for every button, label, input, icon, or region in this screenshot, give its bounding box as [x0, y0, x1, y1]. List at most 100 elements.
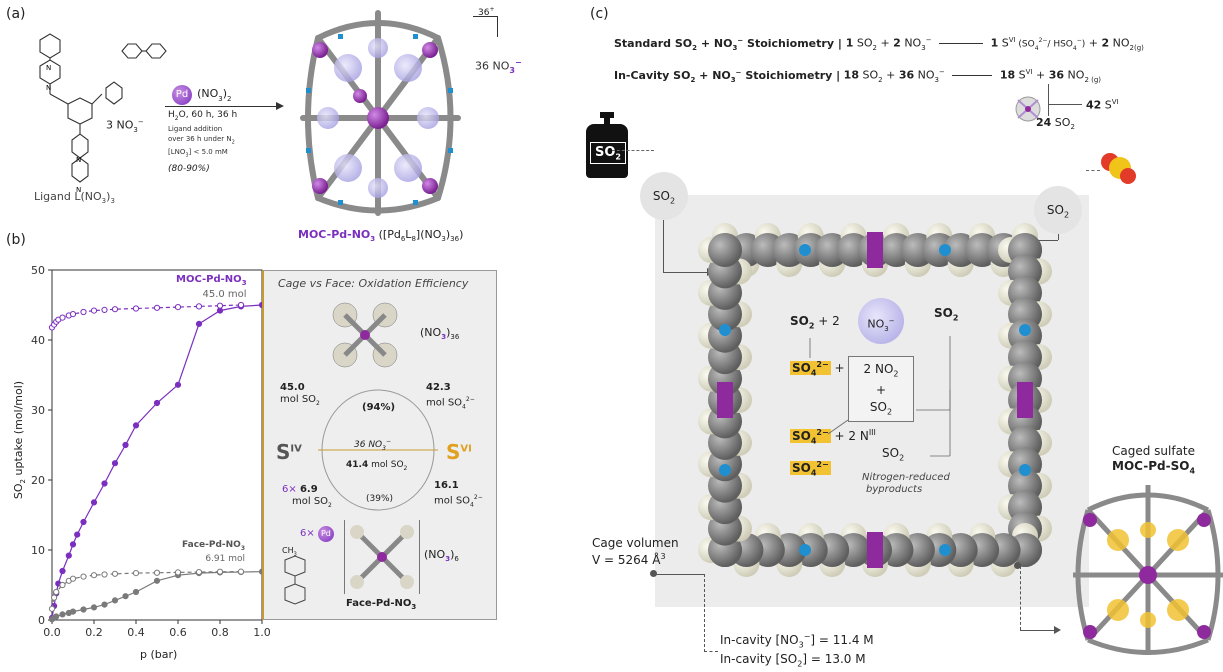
data-point — [48, 605, 56, 612]
data-point — [237, 301, 245, 309]
caged-sulfate-illustration — [1068, 480, 1223, 660]
data-point — [101, 306, 108, 314]
inset-title: Cage vs Face: Oxidation Efficiency — [278, 277, 469, 290]
cage-efficiency: (94%) — [362, 402, 396, 413]
x-axis-label: p (bar) — [140, 648, 178, 661]
svg-text:N: N — [46, 64, 51, 72]
pd-atom-icon: Pd — [317, 526, 334, 542]
data-point — [111, 460, 119, 467]
methyl-label: CH3 — [282, 546, 297, 558]
nitrogen-atom — [939, 244, 951, 256]
cavity-sulfate-3: SO42− — [790, 460, 831, 478]
cage-volume: Cage volumen V = 5264 Å3 — [592, 536, 679, 567]
x-tick-label: 0.8 — [211, 626, 229, 639]
inset-nitrate36: (NO3)36 — [420, 326, 460, 342]
data-point — [65, 552, 72, 559]
data-point — [153, 569, 161, 576]
nitrogen-byproducts: Nitrogen-reduced byproducts — [862, 472, 950, 495]
nitrogen-atom — [799, 544, 811, 556]
sulfur-vi: SVI — [446, 440, 472, 464]
caged-marker — [1014, 562, 1021, 569]
panel-a-label: (a) — [6, 6, 26, 22]
data-point — [101, 571, 108, 578]
nitrogen-atom — [719, 464, 731, 476]
nitrogen-atom — [1019, 324, 1031, 336]
plot-frame — [51, 269, 263, 621]
cavity-intermediate-box: 2 NO2 + SO2 — [848, 356, 914, 422]
pd-center — [867, 232, 883, 268]
data-point — [237, 568, 245, 575]
cavity-concentrations: In-cavity [NO3−] = 11.4 M In-cavity [SO2… — [720, 632, 874, 669]
caged-arrowhead-icon — [1054, 626, 1061, 634]
oxidation-efficiency-inset — [262, 270, 497, 620]
cavity-flow-lines — [809, 336, 951, 457]
y-tick-label: 30 — [31, 404, 45, 417]
data-point — [53, 613, 60, 620]
face-series-label: Face-Pd-NO3 6.91 mol — [182, 540, 246, 564]
cavity-so2-right: SO2 — [934, 306, 959, 323]
data-point — [195, 320, 203, 328]
inlet-arrow-left-v — [663, 220, 664, 272]
y-tick-label: 10 — [31, 544, 45, 557]
data-point — [80, 606, 87, 613]
caged-sulfate-label: Caged sulfate MOC-Pd-SO4 — [1112, 444, 1196, 476]
data-point — [122, 441, 129, 449]
data-point — [53, 588, 60, 596]
pd-center — [867, 532, 883, 568]
data-point — [132, 588, 140, 596]
pd-atom-icon: Pd — [172, 85, 192, 105]
svg-text:N: N — [76, 186, 81, 194]
y-tick-label: 40 — [31, 334, 45, 347]
pd-center — [1017, 382, 1033, 418]
data-point — [111, 306, 119, 313]
cylinder-dash — [612, 150, 654, 152]
conc-dash — [704, 651, 718, 653]
nitrogen-atom — [799, 244, 811, 256]
data-point — [59, 581, 66, 589]
so2-inlet-left: SO2 — [640, 172, 688, 220]
so2-cylinder-icon: SO2 — [586, 112, 628, 178]
recycle-arrow — [1048, 104, 1082, 105]
standard-stoichiometry: Standard SO2 + NO3− Stoichiometry | 1 SO… — [614, 36, 1144, 52]
data-point — [101, 480, 108, 487]
panel-c-label: (c) — [590, 6, 609, 22]
face-components: 6× Pd — [300, 526, 334, 542]
face-so2-uptake: 6× 6.9 mol SO2 — [282, 484, 332, 509]
ligand-structure: N N N N — [10, 30, 150, 210]
data-point — [174, 381, 182, 388]
carbon-atom — [708, 233, 742, 267]
data-point — [69, 311, 77, 318]
moc-series-label: MOC-Pd-NO3 45.0 mol — [176, 274, 247, 300]
inset-cage-icon — [330, 300, 400, 370]
ligand-label: Ligand L(NO3)3 — [34, 190, 115, 206]
so2-inlet-right: SO2 — [1034, 186, 1082, 234]
data-point — [153, 304, 161, 311]
reaction-arrow — [165, 106, 280, 107]
face-name: Face-Pd-NO3 — [346, 598, 417, 611]
face-nitrate6: (NO3)6 — [424, 548, 459, 564]
data-point — [101, 601, 108, 608]
data-point — [69, 541, 77, 548]
inlet-arrow-right-v — [1058, 234, 1059, 240]
pd-center — [717, 382, 733, 418]
cage-nitrate-count: 36 NO3− — [475, 58, 522, 75]
series-line — [51, 304, 242, 328]
ligand-right-arm — [120, 36, 180, 70]
volume-line — [653, 574, 705, 575]
data-point — [80, 573, 87, 580]
pyridinium-icon — [284, 555, 306, 605]
y-tick-label: 0 — [38, 614, 45, 627]
data-point — [122, 593, 129, 600]
inlet-arrow-left-h — [663, 272, 711, 273]
data-point — [132, 570, 140, 577]
recycle-sulfur: 42 SVI — [1086, 98, 1119, 112]
data-point — [216, 302, 224, 309]
sulfur-iv: SIV — [276, 440, 302, 464]
cavity-so2-bottom: SO2 — [882, 446, 905, 463]
charge-bracket — [473, 16, 498, 37]
mid-so2-label: 41.4 mol SO2 — [346, 460, 408, 472]
cavity-reactant-so2: SO2 + 2 — [790, 314, 840, 331]
mini-cage-icon — [1012, 94, 1044, 124]
